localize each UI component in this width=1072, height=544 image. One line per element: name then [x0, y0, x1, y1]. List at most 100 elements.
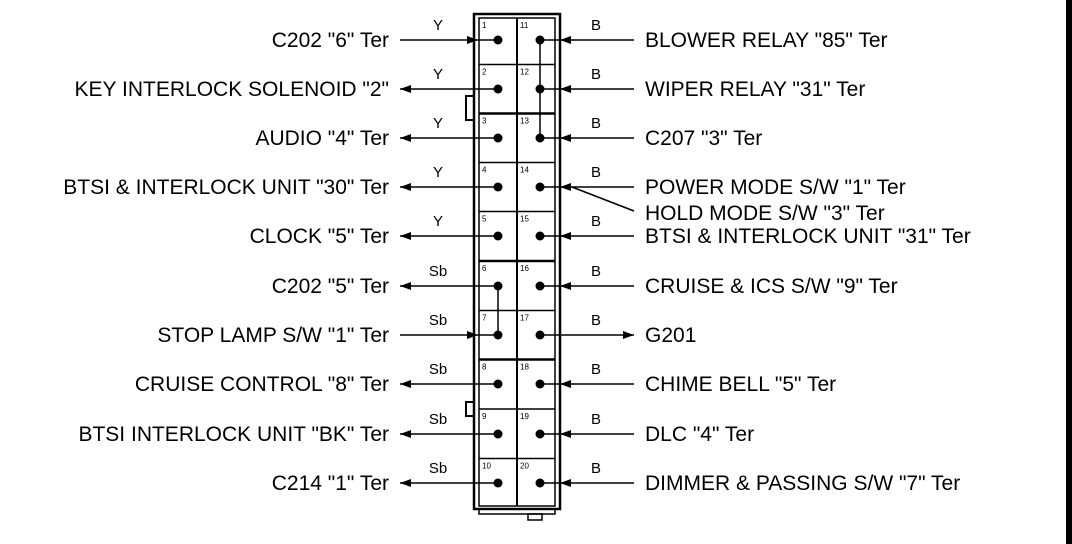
- left-wire-label: STOP LAMP S/W "1" Ter: [157, 324, 389, 347]
- pin-terminal-dot: [493, 478, 503, 488]
- wire-color-code: Sb: [429, 411, 447, 428]
- wire-arrow-out: [400, 282, 411, 290]
- pin-number-label: 9: [482, 412, 487, 421]
- wire-arrow-in: [560, 85, 571, 93]
- right-wire-label: G201: [645, 324, 696, 347]
- wire-arrow-in: [467, 36, 478, 44]
- wire-color-code: B: [591, 17, 601, 34]
- left-wire-label: AUDIO "4" Ter: [255, 127, 389, 150]
- pin-number-label: 5: [482, 215, 487, 224]
- pin-number-label: 17: [520, 314, 529, 323]
- pin-number-label: 19: [520, 412, 529, 421]
- wire-color-code: B: [591, 411, 601, 428]
- left-wire-label: C214 "1" Ter: [272, 472, 389, 495]
- pin-number-label: 16: [520, 264, 529, 273]
- pin-number-label: 7: [482, 314, 487, 323]
- pin-terminal-dot: [535, 182, 545, 192]
- image-edge-bar: [1066, 0, 1072, 544]
- wire-arrow-out: [400, 134, 411, 142]
- wire-color-code: Sb: [429, 460, 447, 477]
- wire-arrow-in: [467, 331, 478, 339]
- right-wire-label: POWER MODE S/W "1" Ter: [645, 176, 906, 199]
- pin-number-label: 11: [520, 21, 529, 30]
- left-wire-label: C202 "5" Ter: [272, 275, 389, 298]
- left-wire-label: KEY INTERLOCK SOLENOID "2": [75, 78, 389, 101]
- wire-color-code: Y: [433, 17, 443, 34]
- left-wire-label: BTSI INTERLOCK UNIT "BK" Ter: [78, 423, 389, 446]
- pin-number-label: 13: [520, 117, 529, 126]
- pin-terminal-dot: [493, 379, 503, 389]
- wire-color-code: B: [591, 115, 601, 132]
- pin-terminal-dot: [493, 182, 503, 192]
- wire-arrow-out: [400, 380, 411, 388]
- wire-color-code: B: [591, 164, 601, 181]
- right-wire-label: BLOWER RELAY "85" Ter: [645, 29, 888, 52]
- wire-arrow-in: [560, 430, 571, 438]
- right-wire-label: WIPER RELAY "31" Ter: [645, 78, 865, 101]
- pin-number-label: 14: [520, 166, 529, 175]
- pin-number-label: 1: [482, 21, 487, 30]
- connector-bottom-tab: [527, 513, 543, 521]
- wire-arrow-in: [560, 282, 571, 290]
- wire-arrow-out: [623, 331, 634, 339]
- wire-color-code: B: [591, 66, 601, 83]
- wire-arrow-out: [400, 85, 411, 93]
- wire-color-code: B: [591, 263, 601, 280]
- wire-color-code: B: [591, 361, 601, 378]
- pin-number-label: 8: [482, 363, 487, 372]
- left-wire-label: C202 "6" Ter: [272, 29, 389, 52]
- wire-color-code: Sb: [429, 312, 447, 329]
- wire-color-code: Y: [433, 164, 443, 181]
- pin-number-label: 18: [520, 363, 529, 372]
- left-wire-label: BTSI & INTERLOCK UNIT "30" Ter: [63, 176, 389, 199]
- pin-number-label: 3: [482, 117, 487, 126]
- wire-color-code: B: [591, 213, 601, 230]
- right-wire-label: CRUISE & ICS S/W "9" Ter: [645, 275, 898, 298]
- wire-arrow-in: [560, 232, 571, 240]
- right-wire-label-secondary: HOLD MODE S/W "3" Ter: [645, 202, 885, 225]
- pin-number-label: 10: [482, 462, 491, 471]
- wire-arrow-out: [400, 183, 411, 191]
- connector-bottom-lip: [478, 508, 556, 515]
- right-wire-label: C207 "3" Ter: [645, 127, 762, 150]
- wire-arrow-in: [560, 380, 571, 388]
- wire-arrow-out: [400, 479, 411, 487]
- wire-color-code: Sb: [429, 263, 447, 280]
- wire-color-code: Y: [433, 213, 443, 230]
- pin-terminal-dot: [493, 84, 503, 94]
- pin-number-label: 4: [482, 166, 487, 175]
- pin-terminal-dot: [493, 35, 503, 45]
- right-wire-label: DIMMER & PASSING S/W "7" Ter: [645, 472, 960, 495]
- pin-terminal-dot: [493, 231, 503, 241]
- pin-terminal-dot: [535, 330, 545, 340]
- wire-arrow-in: [560, 36, 571, 44]
- wire-color-code: Y: [433, 66, 443, 83]
- left-wire-label: CRUISE CONTROL "8" Ter: [135, 373, 389, 396]
- pin-terminal-dot: [535, 281, 545, 291]
- pin-terminal-dot: [535, 478, 545, 488]
- wire-color-code: B: [591, 312, 601, 329]
- right-wire-label: BTSI & INTERLOCK UNIT "31" Ter: [645, 225, 971, 248]
- pin-terminal-dot: [535, 379, 545, 389]
- right-wire-label: DLC "4" Ter: [645, 423, 754, 446]
- wire-color-code: Sb: [429, 361, 447, 378]
- right-wire-label: CHIME BELL "5" Ter: [645, 373, 836, 396]
- pin-terminal-dot: [535, 429, 545, 439]
- pin-number-label: 2: [482, 68, 487, 77]
- pin-number-label: 15: [520, 215, 529, 224]
- connector-side-latch-upper: [465, 95, 475, 121]
- wire-color-code: B: [591, 460, 601, 477]
- left-wire-label: CLOCK "5" Ter: [250, 225, 389, 248]
- wire-color-code: Y: [433, 115, 443, 132]
- pin-terminal-dot: [493, 429, 503, 439]
- wire-arrow-in: [560, 183, 571, 191]
- wire-arrow-in: [560, 479, 571, 487]
- pin-number-label: 6: [482, 264, 487, 273]
- connector-side-latch-lower: [465, 401, 475, 417]
- wire-arrow-out: [400, 232, 411, 240]
- pin-terminal-dot: [535, 231, 545, 241]
- wire-arrow-in: [560, 134, 571, 142]
